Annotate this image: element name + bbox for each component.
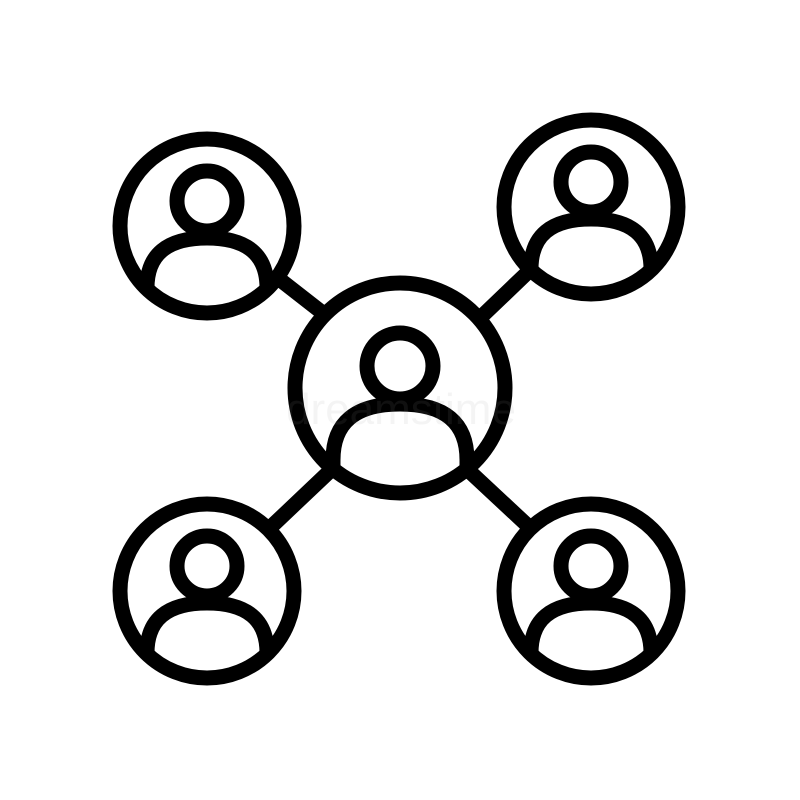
user-body-icon (325, 396, 475, 489)
connector-line-bottom-left (265, 462, 339, 533)
user-head-icon (553, 144, 629, 220)
person-node-top-right (496, 112, 686, 302)
connector-line-top-left (275, 274, 332, 322)
node-ring (112, 131, 302, 321)
user-body-icon (139, 595, 275, 674)
person-node-center (287, 275, 513, 501)
watermark-text: dreamstime (286, 385, 516, 434)
user-body-icon (523, 211, 659, 290)
user-head-icon (553, 528, 629, 604)
node-ring (287, 275, 513, 501)
person-node-top-left (112, 131, 302, 321)
person-node-bottom-right (496, 496, 686, 686)
watermark-logo: dreamstime (286, 385, 516, 434)
connector-line-bottom-right (460, 462, 535, 533)
user-head-icon (169, 163, 245, 239)
node-ring (112, 496, 302, 686)
user-body-icon (523, 595, 659, 674)
user-head-icon (169, 528, 245, 604)
user-body-icon (139, 230, 275, 309)
node-ring (496, 496, 686, 686)
person-node-bottom-left (112, 496, 302, 686)
node-ring (496, 112, 686, 302)
connector-line-top-right (472, 265, 535, 326)
